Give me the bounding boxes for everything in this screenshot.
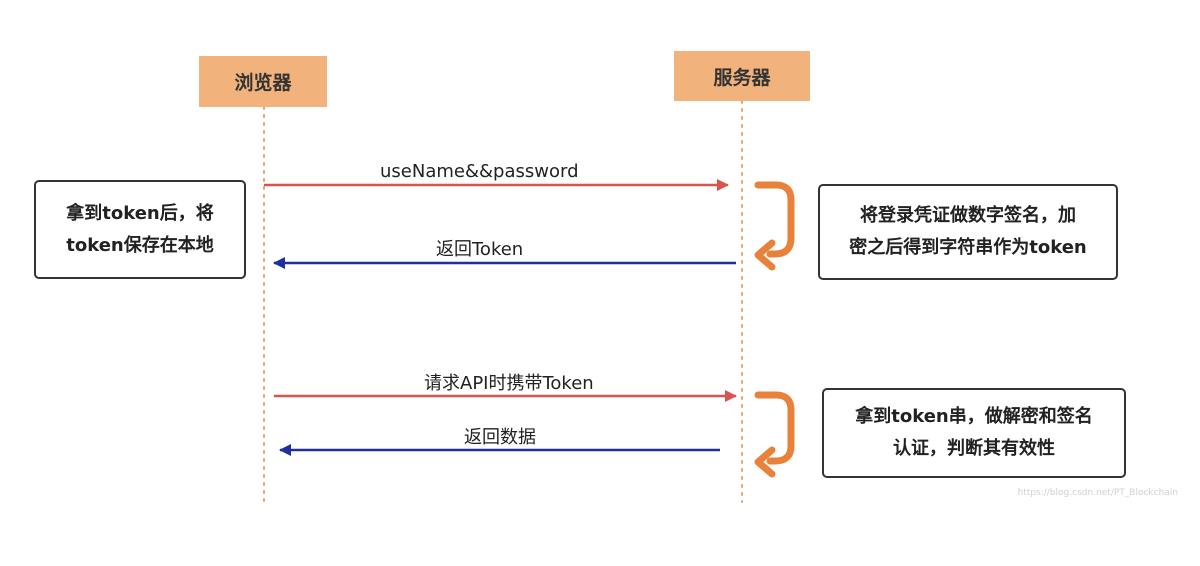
data-response-label: 返回数据	[464, 427, 536, 448]
server-note-signing-line-1: 将登录凭证做数字签名，加	[859, 205, 1076, 226]
watermark: https://blog.csdn.net/PT_Blockchain	[1017, 488, 1178, 498]
self-process-arrow-2	[754, 391, 795, 478]
browser-actor-label: 浏览器	[234, 72, 292, 94]
browser-actor: 浏览器	[199, 56, 327, 107]
server-note-verify-line-1: 拿到token串，做解密和签名	[855, 406, 1093, 427]
login-request-label: useName&&password	[380, 161, 579, 182]
server-note-signing: 将登录凭证做数字签名，加 密之后得到字符串作为token	[818, 184, 1118, 280]
server-actor-label: 服务器	[713, 66, 771, 89]
server-note-verify-line-2: 认证，判断其有效性	[892, 438, 1055, 459]
browser-note-line-1: 拿到token后，将	[66, 202, 214, 224]
browser-note-line-2: token保存在本地	[66, 234, 214, 256]
token-response-label: 返回Token	[436, 239, 524, 260]
browser-note: 拿到token后，将 token保存在本地	[34, 180, 246, 279]
api-request-label: 请求API时携带Token	[424, 373, 594, 394]
server-actor: 服务器	[674, 51, 810, 101]
server-note-signing-line-2: 密之后得到字符串作为token	[849, 237, 1087, 258]
server-note-verify: 拿到token串，做解密和签名 认证，判断其有效性	[822, 388, 1126, 478]
self-process-arrow-1	[754, 181, 795, 271]
